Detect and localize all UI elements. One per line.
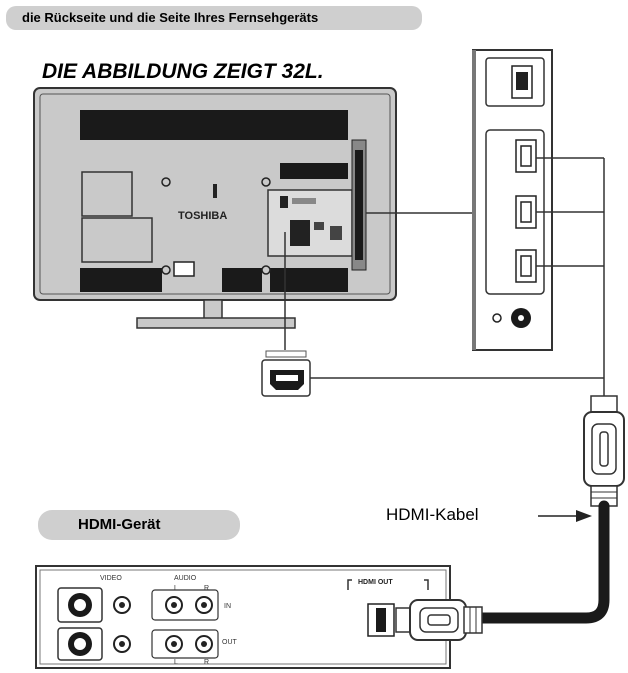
audio-label: AUDIO [174, 575, 197, 582]
hdmi-port-lines [536, 157, 605, 396]
cable-label: HDMI-Kabel [386, 505, 479, 524]
audio-r-label-bottom: R [204, 659, 209, 666]
bottom-vent-right [270, 268, 348, 292]
device-label: HDMI-Gerät [78, 516, 161, 533]
tv-brand: TOSHIBA [178, 210, 227, 222]
tv-back: TOSHIBA [33, 87, 397, 329]
video-label: VIDEO [100, 575, 122, 582]
audio-l-label-top: L [174, 585, 178, 592]
hdmi-device-panel: VIDEO AUDIO L R IN OUT L R [35, 565, 451, 669]
bottom-vent-left [80, 268, 162, 292]
cable-label-arrow [538, 510, 592, 522]
hdmi-out-label: HDMI OUT [358, 579, 393, 586]
audio-r-label-top: R [204, 585, 209, 592]
out-label: OUT [222, 639, 238, 646]
bottom-vent-center [222, 268, 262, 292]
in-label: IN [224, 603, 231, 610]
mid-vent [280, 163, 348, 179]
device-pill [38, 510, 240, 540]
hdmi-cable-plug-vertical [583, 395, 625, 507]
tv-side-panel [472, 49, 553, 351]
hdmi-cable [462, 500, 610, 624]
hdmi-cable-plug-horizontal [395, 599, 483, 641]
banner-text: die Rückseite und die Seite Ihres Fernse… [22, 10, 319, 25]
top-banner [6, 6, 422, 30]
hdmi-socket [261, 350, 311, 397]
top-vent [80, 110, 348, 140]
figure-title: DIE ABBILDUNG ZEIGT 32L. [42, 60, 324, 83]
audio-l-label-bottom: L [174, 659, 178, 666]
